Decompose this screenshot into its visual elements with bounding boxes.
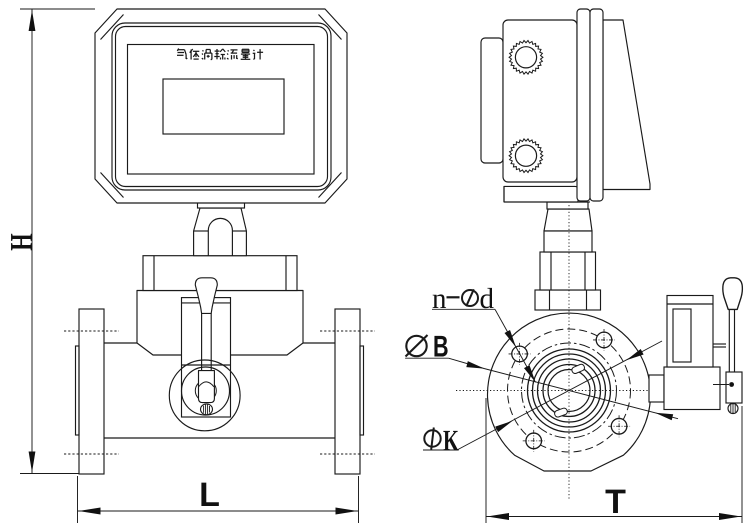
svg-text:L: L	[199, 476, 220, 514]
svg-text:B: B	[433, 331, 449, 364]
svg-text:H: H	[3, 233, 39, 251]
svg-text:T: T	[605, 483, 626, 521]
svg-text:d: d	[480, 283, 495, 315]
svg-text:n: n	[432, 283, 447, 315]
svg-text:K: K	[443, 425, 459, 458]
